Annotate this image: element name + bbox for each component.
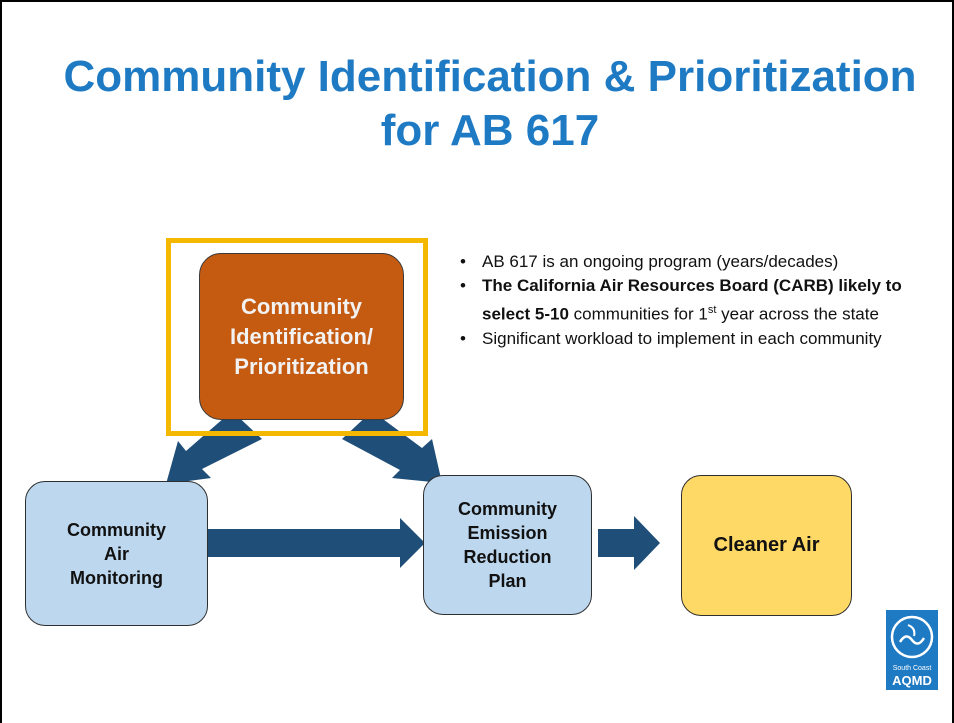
bullet-text: AB 617 is an ongoing program (years/deca…: [482, 252, 839, 271]
bullet-item: • AB 617 is an ongoing program (years/de…: [460, 250, 940, 274]
node-monitoring-line-2: Air: [103, 543, 129, 564]
node-plan-line-1: Community: [458, 499, 557, 519]
node-monitoring-line-1: Community: [67, 519, 166, 540]
node-plan-line-3: Reduction: [463, 547, 552, 567]
bullet-dot-icon: •: [460, 328, 466, 348]
node-plan-line-2: Emission: [467, 523, 548, 543]
bullet-superscript: st: [707, 304, 717, 316]
title-line-2: for AB 617: [380, 106, 600, 155]
node-cleaner-air-label: Cleaner Air: [713, 534, 820, 556]
arrow-to-monitoring: [166, 411, 262, 484]
arrow-monitoring-plan: [182, 518, 425, 568]
node-plan-line-4: Plan: [488, 571, 527, 591]
node-monitoring-line-3: Monitoring: [70, 567, 163, 588]
bullet-text: communities for 1: [568, 304, 708, 324]
bullet-item: • Significant workload to implement in e…: [460, 327, 940, 351]
node-cleaner-air: Cleaner Air: [681, 475, 852, 616]
slide-title: Community Identification & Prioritizatio…: [40, 50, 940, 158]
arrow-to-cleaner-air: [598, 516, 660, 570]
bullet-text: Significant workload to implement in eac…: [482, 328, 882, 348]
bullet-dot-icon: •: [460, 252, 466, 271]
node-prioritization-line-3: Prioritization: [234, 353, 369, 379]
bullet-dot-icon: •: [460, 276, 466, 295]
bullet-item: • The California Air Resources Board (CA…: [460, 274, 940, 327]
node-community-emission-reduction-plan: Community Emission Reduction Plan: [423, 475, 592, 615]
logo-small-text: South Coast: [892, 665, 932, 672]
node-community-identification-prioritization: Community Identification/ Prioritization: [199, 253, 404, 420]
aqmd-emblem-icon: [890, 615, 934, 659]
logo-big-text: AQMD: [892, 673, 932, 688]
bullet-text: year across the state: [716, 304, 879, 324]
bullet-bold-text: The California Air Resources Board (CARB…: [482, 276, 902, 324]
title-line-1: Community Identification & Prioritizatio…: [63, 52, 917, 101]
arrow-to-plan: [342, 411, 442, 483]
node-prioritization-line-1: Community: [241, 293, 362, 319]
highlight-frame: [166, 238, 428, 436]
bullet-list: • AB 617 is an ongoing program (years/de…: [460, 250, 940, 351]
node-prioritization-line-2: Identification/: [230, 323, 373, 349]
aqmd-logo: South Coast AQMD: [886, 610, 938, 690]
node-community-air-monitoring: Community Air Monitoring: [25, 481, 208, 626]
